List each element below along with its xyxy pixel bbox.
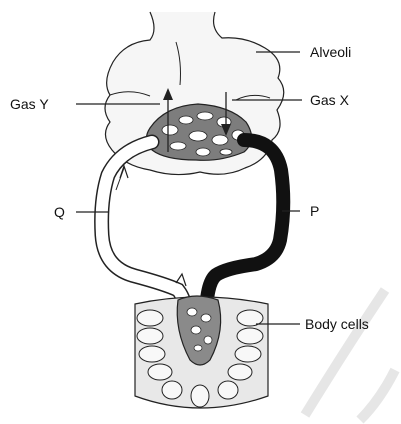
label-gas-x: Gas X [310, 92, 350, 108]
label-gas-y: Gas Y [10, 96, 49, 112]
label-p: P [310, 203, 319, 219]
label-alveoli: Alveoli [310, 44, 351, 60]
watermark [305, 290, 395, 420]
label-body-cells: Body cells [305, 316, 369, 332]
body-cells [135, 296, 268, 408]
label-q: Q [54, 204, 65, 220]
